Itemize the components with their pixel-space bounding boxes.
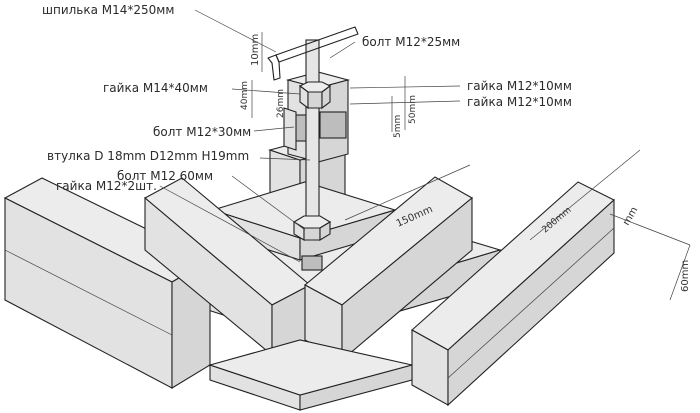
- label-nut-12-10-b: гайка М12*10мм: [467, 95, 572, 109]
- dim-5mm: 5mm: [393, 115, 403, 138]
- label-nut-14-40: гайка М14*40мм: [103, 81, 208, 95]
- label-bolt-25: болт М12*25мм: [362, 35, 460, 49]
- label-sleeve: втулка D 18mm D12mm H19mm: [47, 149, 249, 163]
- dimension-lines: [251, 32, 691, 301]
- bottom-slab: [208, 339, 413, 411]
- dim-60mm: 60mm: [680, 260, 691, 292]
- dim-mm: mm: [621, 205, 640, 227]
- label-nut-12-2pcs: гайка М12*2шт.: [56, 179, 157, 193]
- dim-10mm: 10mm: [250, 34, 261, 66]
- label-stud: шпилька М14*250мм: [42, 3, 174, 17]
- dim-40mm: 40mm: [240, 81, 250, 110]
- right-inner-block: [304, 176, 473, 362]
- label-nut-12-10-a: гайка М12*10мм: [467, 79, 572, 93]
- label-bolt-60: болт М12 60мм: [117, 169, 213, 183]
- dim-26mm: 26mm: [276, 89, 286, 118]
- label-bolt-30: болт М12*30мм: [153, 125, 251, 139]
- stud-with-handle: [267, 26, 359, 221]
- right-long-block: [411, 181, 615, 407]
- dim-50mm: 50mm: [408, 95, 418, 124]
- lower-nut: [292, 215, 332, 271]
